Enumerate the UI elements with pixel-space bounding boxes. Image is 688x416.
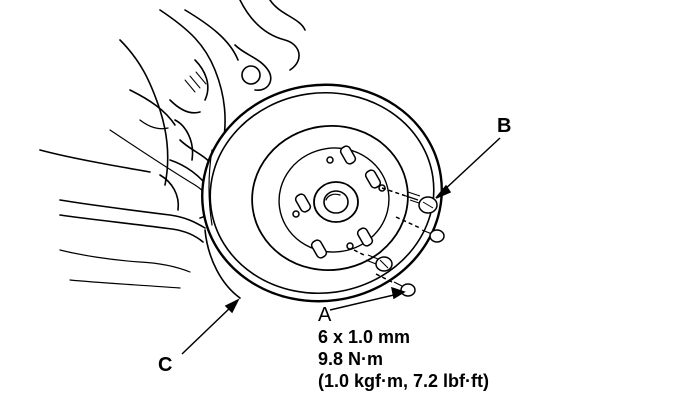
leader-lines xyxy=(181,137,501,355)
screw-thread-spec: 6 x 1.0 mm xyxy=(318,327,411,347)
callout-c: C xyxy=(158,354,173,376)
callout-a: A xyxy=(318,304,332,326)
wheel-studs xyxy=(292,145,386,259)
torque-spec-alt-units: (1.0 kgf·m, 7.2 lbf·ft) xyxy=(318,371,490,391)
brake-rotor xyxy=(201,83,443,303)
torque-spec-nm: 9.8 N·m xyxy=(318,349,384,369)
mounting-screws xyxy=(353,187,445,297)
callout-b: B xyxy=(497,115,512,137)
